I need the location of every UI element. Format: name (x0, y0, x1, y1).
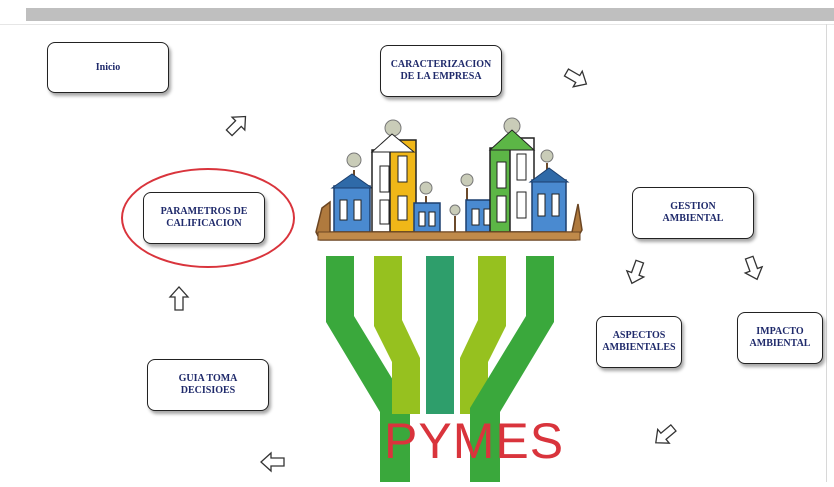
gestion-label: GESTION AMBIENTAL (662, 201, 724, 224)
hollow-arrow-icon (224, 115, 250, 137)
hollow-arrow-icon (740, 255, 766, 281)
impacto-label: IMPACTO AMBIENTAL (749, 326, 811, 349)
hollow-arrow-icon (623, 259, 649, 285)
caracterizacion-empresa-button[interactable]: CARACTERIZACION DE LA EMPRESA (380, 45, 502, 97)
guia-toma-decisiones-button[interactable]: GUIA TOMA DECISIOES (147, 359, 269, 411)
pymes-logo-text: PYMES (384, 413, 565, 469)
highlight-ellipse (121, 168, 295, 268)
caracterizacion-label: CARACTERIZACION DE LA EMPRESA (390, 59, 492, 82)
guia-label: GUIA TOMA DECISIOES (178, 373, 238, 396)
parametros-label: PARAMETROS DE CALIFICACION (160, 206, 248, 229)
gestion-ambiental-button[interactable]: GESTION AMBIENTAL (632, 187, 754, 239)
parametros-calificacion-button[interactable]: PARAMETROS DE CALIFICACION (143, 192, 265, 244)
sheet-gridline (0, 24, 834, 25)
inicio-label: Inicio (95, 61, 121, 73)
aspectos-label: ASPECTOS AMBIENTALES (602, 330, 676, 353)
hollow-arrow-icon (260, 451, 286, 473)
inicio-button[interactable]: Inicio (47, 42, 169, 93)
hollow-arrow-icon (563, 68, 589, 88)
sheet-right-edge (826, 24, 827, 482)
top-toolbar-strip (26, 8, 834, 21)
hollow-arrow-icon (652, 423, 678, 445)
hollow-arrow-icon (166, 286, 192, 311)
aspectos-ambientales-button[interactable]: ASPECTOS AMBIENTALES (596, 316, 682, 368)
impacto-ambiental-button[interactable]: IMPACTO AMBIENTAL (737, 312, 823, 364)
pymes-city-funnel-illustration (310, 108, 585, 482)
